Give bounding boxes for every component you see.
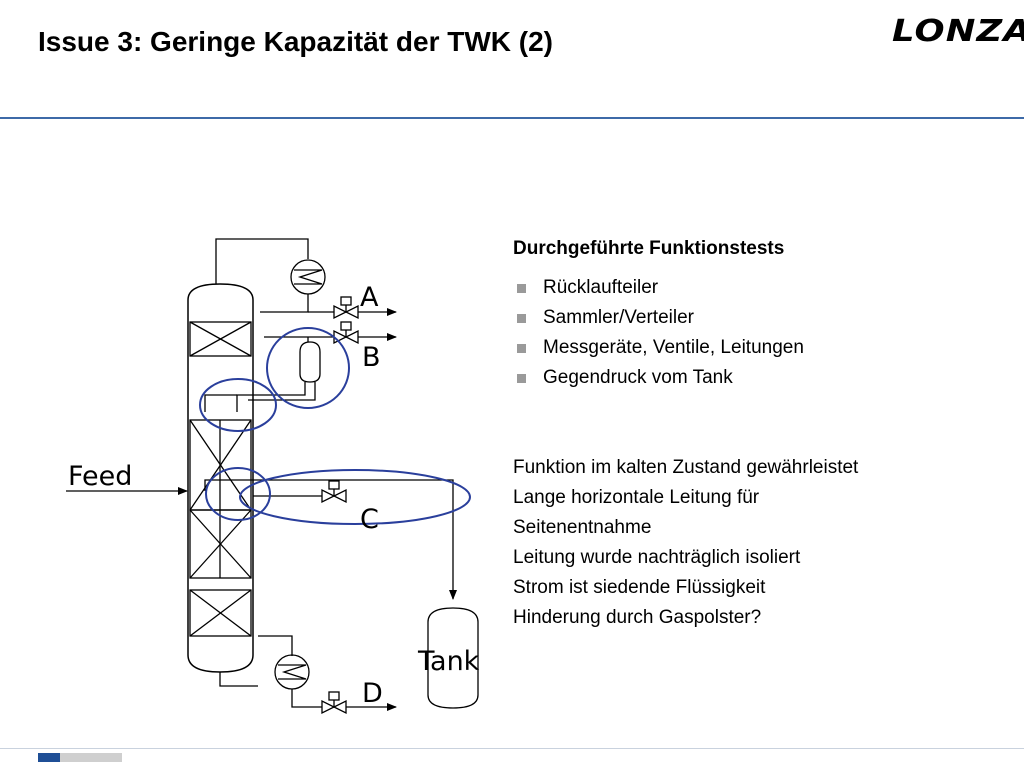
list-item-text: Rücklaufteiler [543,277,659,298]
tests-heading: Durchgeführte Funktionstests [513,238,785,259]
label-a: A [360,282,379,313]
label-tank: Tank [417,646,480,677]
square-bullet-icon [517,314,526,323]
label-d: D [362,678,383,709]
note-line: Leitung wurde nachträglich isoliert [513,547,801,568]
note-line: Funktion im kalten Zustand gewährleistet [513,457,859,478]
square-bullet-icon [517,344,526,353]
list-item-text: Gegendruck vom Tank [543,367,733,388]
note-line: Hinderung durch Gaspolster? [513,607,762,628]
highlight-ellipses [199,327,471,525]
slide-title: Issue 3: Geringe Kapazität der TWK (2) [38,26,553,57]
list-item-text: Messgeräte, Ventile, Leitungen [543,337,804,358]
header-divider [0,117,1024,119]
note-line: Lange horizontale Leitung für [513,487,760,508]
list-item-text: Sammler/Verteiler [543,307,694,328]
label-b: B [362,342,381,373]
text-panel: Durchgeführte Funktionstests Rücklauftei… [513,238,1003,633]
overhead-condenser [215,238,326,313]
side-draw-line-c [204,479,457,600]
distillation-column-diagram: A B Feed C Tank D [66,238,480,715]
column-shell [187,283,254,673]
label-feed: Feed [68,461,132,492]
note-line: Strom ist siedende Flüssigkeit [513,577,766,598]
list-item: Sammler/Verteiler [513,303,1003,333]
label-c: C [360,504,379,535]
packing-sections [189,321,252,637]
notes-block: Funktion im kalten Zustand gewährleistet… [513,453,1003,633]
note-line: Seitenentnahme [513,517,652,538]
list-item: Gegendruck vom Tank [513,363,1003,393]
footer-divider [0,748,1024,749]
footer-bar-light [60,753,122,762]
square-bullet-icon [517,284,526,293]
square-bullet-icon [517,374,526,383]
tests-list: Rücklaufteiler Sammler/Verteiler Messger… [513,273,1003,393]
footer-bar-dark [38,753,60,762]
list-item: Messgeräte, Ventile, Leitungen [513,333,1003,363]
tank [427,607,479,709]
bottom-reboiler [219,635,397,715]
distillate-line-a [308,296,397,320]
list-item: Rücklaufteiler [513,273,1003,303]
lonza-logo: LONZA [892,14,1024,49]
